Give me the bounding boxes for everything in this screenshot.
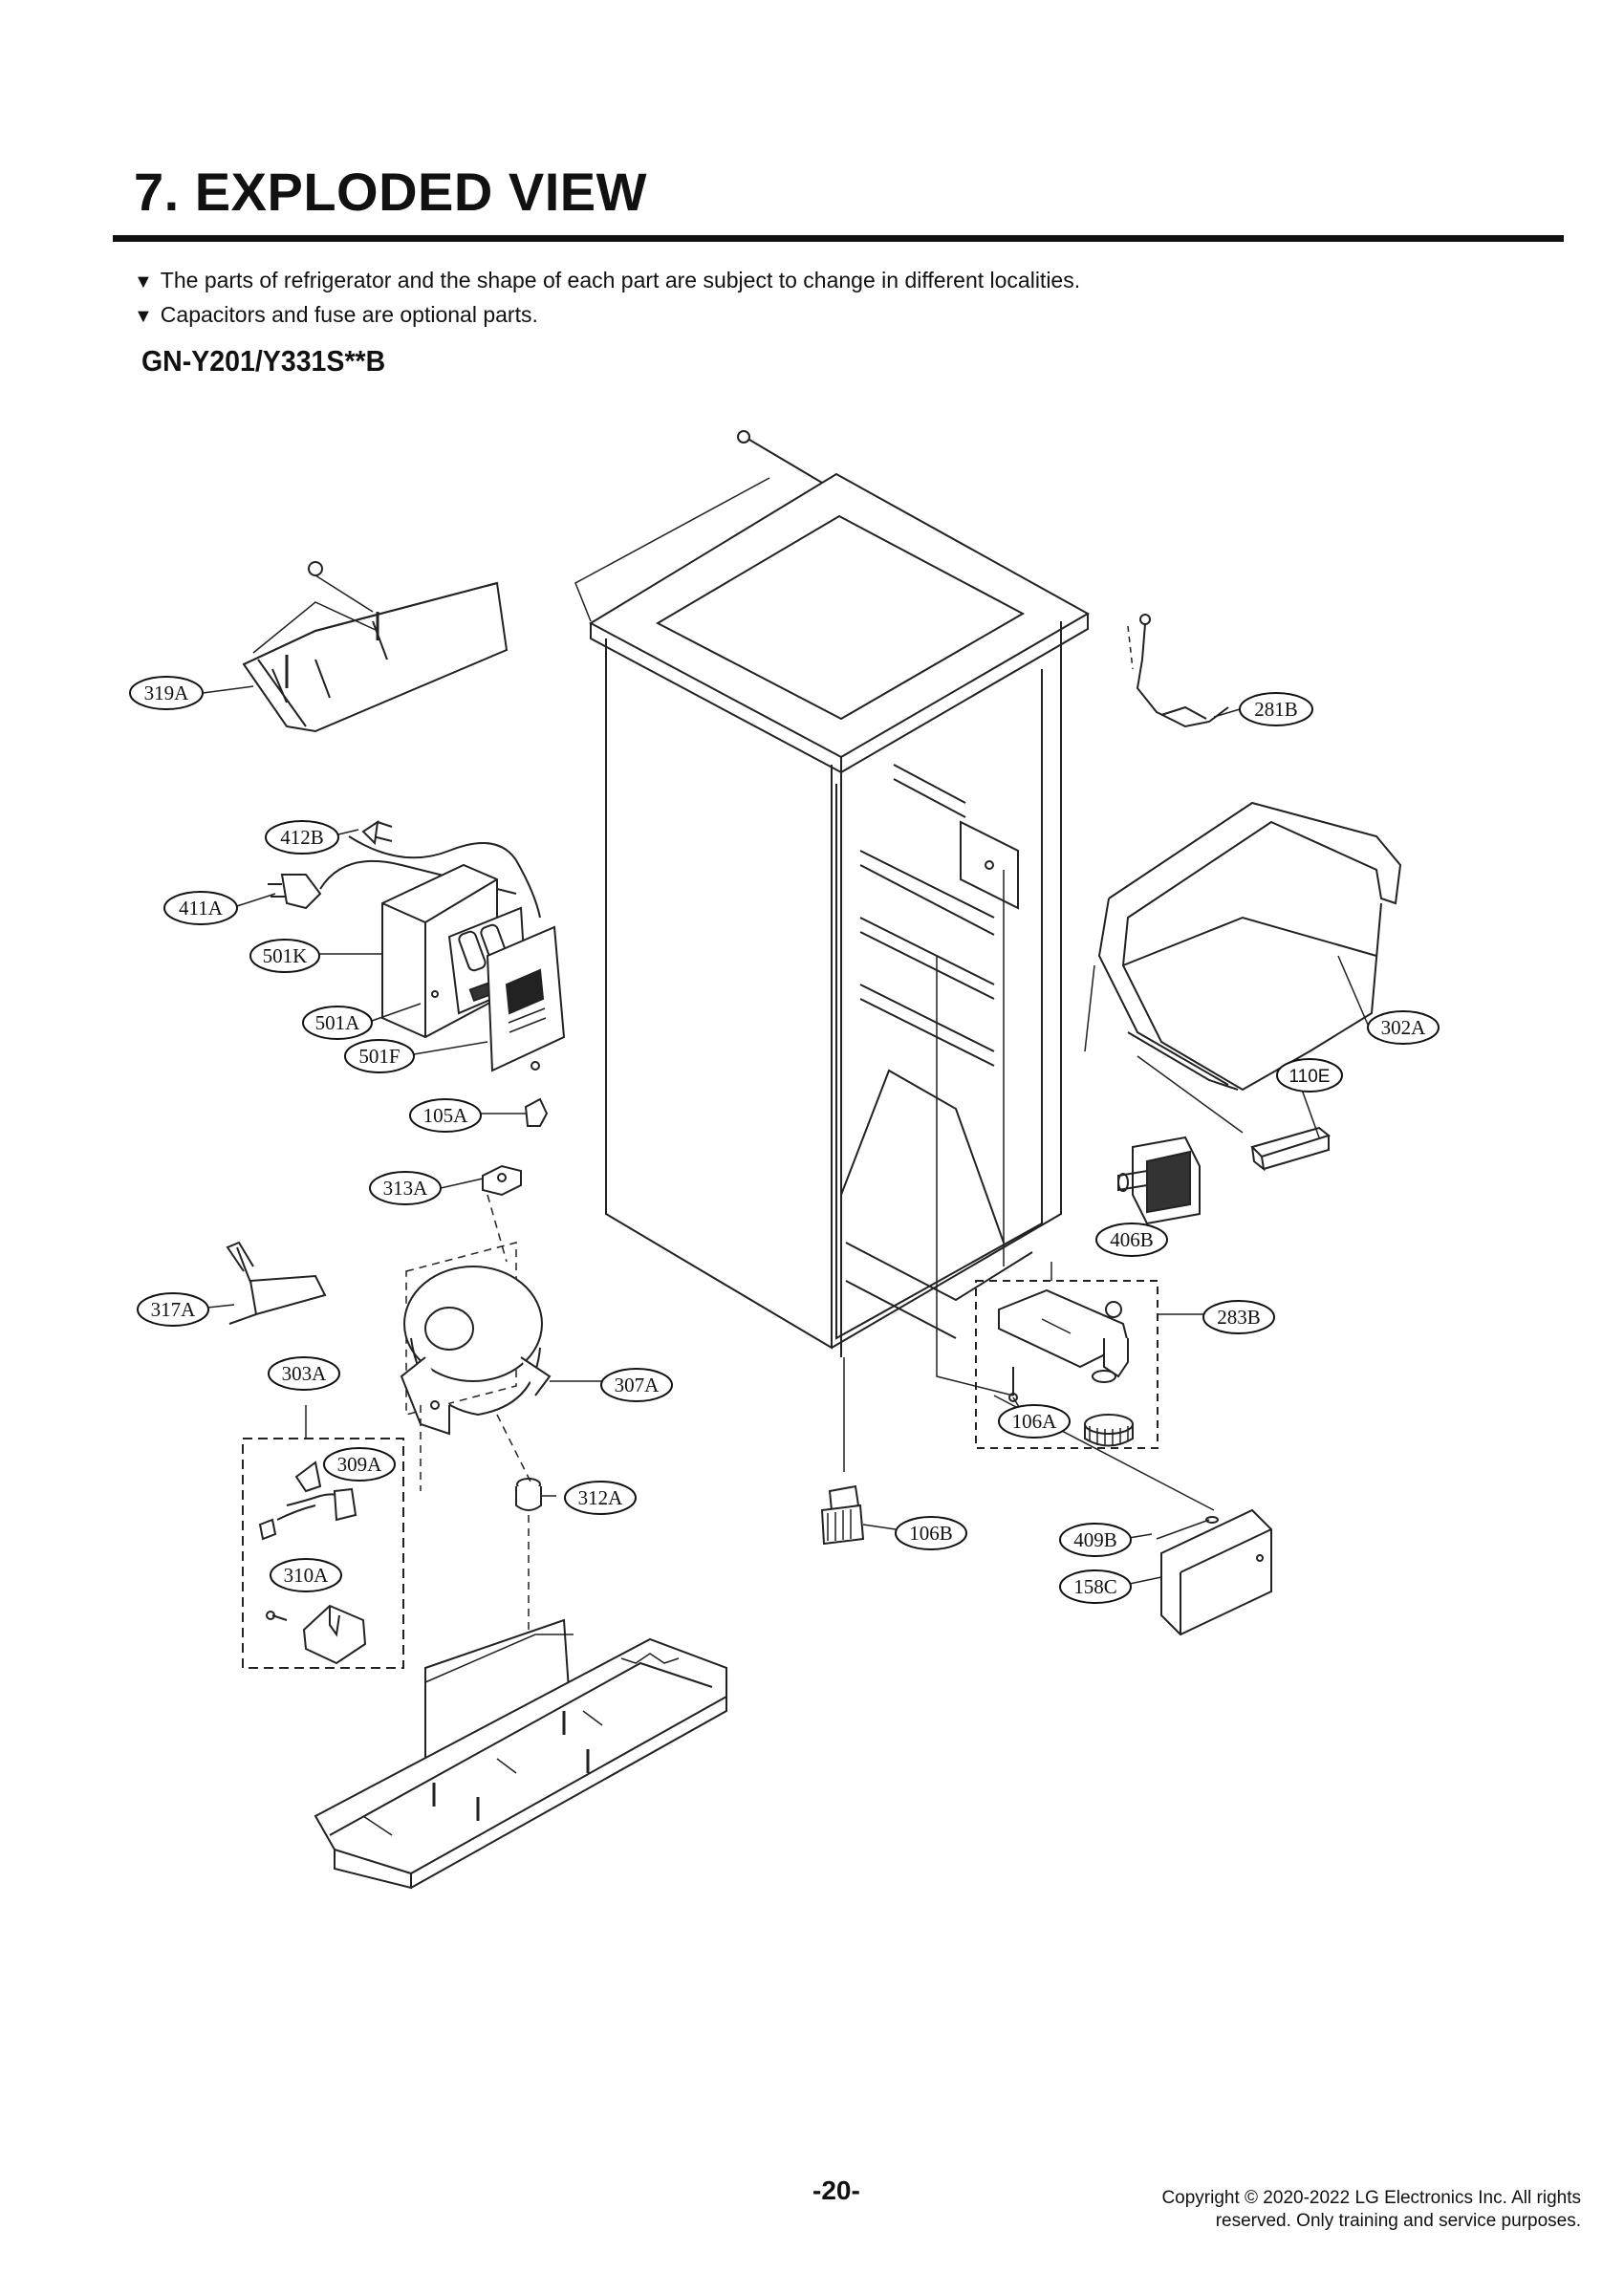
page-title: 7. EXPLODED VIEW <box>134 162 647 222</box>
callout-319a: 319A <box>129 676 204 710</box>
svg-text:158C: 158C <box>1073 1575 1117 1598</box>
page-number: -20- <box>812 2175 860 2205</box>
callout-313a: 313A <box>369 1171 442 1205</box>
electrical-group <box>268 819 566 1072</box>
callout-110e: 110E <box>1276 1058 1343 1093</box>
callout-501a: 501A <box>302 1006 373 1040</box>
callout-302a: 302A <box>1367 1010 1440 1045</box>
part-110e <box>1137 1055 1332 1172</box>
copyright-line-2: reserved. Only training and service purp… <box>1215 2211 1581 2231</box>
callout-501k: 501K <box>249 939 320 973</box>
compressor-307a <box>400 1194 552 1492</box>
grommet-312a <box>515 1478 542 1673</box>
top-screw <box>574 430 823 622</box>
base-frame <box>314 1618 727 1890</box>
svg-text:106B: 106B <box>909 1522 953 1545</box>
lamp-assembly-283b <box>975 1262 1158 1449</box>
svg-text:281B: 281B <box>1254 698 1298 721</box>
drier-317a <box>226 1241 327 1325</box>
cabinet <box>588 472 1091 1472</box>
callout-411a: 411A <box>163 891 238 925</box>
svg-text:106A: 106A <box>1012 1410 1058 1433</box>
callout-310a: 310A <box>270 1558 342 1592</box>
svg-text:501A: 501A <box>315 1011 361 1034</box>
svg-text:105A: 105A <box>423 1104 469 1127</box>
note-2: ▼ Capacitors and fuse are optional parts. <box>134 302 538 328</box>
cover-302a <box>1084 801 1402 1092</box>
thermostat-406b <box>1117 1136 1201 1225</box>
bullet-triangle-icon: ▼ <box>134 271 153 292</box>
callout-106b: 106B <box>895 1516 967 1550</box>
callout-105a: 105A <box>409 1098 482 1133</box>
svg-text:412B: 412B <box>280 826 324 849</box>
svg-text:309A: 309A <box>337 1453 383 1476</box>
note-1-text: The parts of refrigerator and the shape … <box>160 268 1081 292</box>
svg-text:312A: 312A <box>578 1486 624 1509</box>
callout-307a: 307A <box>600 1368 673 1402</box>
svg-text:307A: 307A <box>615 1374 660 1396</box>
title-rule <box>113 235 1564 242</box>
hinge-281b <box>1127 614 1229 728</box>
callout-106a: 106A <box>998 1404 1071 1439</box>
svg-text:110E: 110E <box>1289 1067 1331 1087</box>
note-2-text: Capacitors and fuse are optional parts. <box>160 302 538 327</box>
copyright-line-1: Copyright © 2020-2022 LG Electronics Inc… <box>1161 2188 1581 2208</box>
svg-text:501F: 501F <box>358 1045 400 1068</box>
copyright-notice: Copyright © 2020-2022 LG Electronics Inc… <box>1161 2187 1581 2233</box>
svg-text:406B: 406B <box>1110 1228 1154 1251</box>
bullet-triangle-icon: ▼ <box>134 306 153 327</box>
svg-text:501K: 501K <box>263 944 308 967</box>
callout-283b: 283B <box>1202 1300 1275 1334</box>
grommet-105a <box>524 1097 549 1127</box>
svg-text:303A: 303A <box>282 1362 328 1385</box>
callout-412b: 412B <box>265 820 339 855</box>
callout-158c: 158C <box>1059 1569 1132 1604</box>
callout-281b: 281B <box>1239 692 1313 726</box>
svg-text:310A: 310A <box>284 1564 330 1587</box>
lamp-106b <box>820 1484 865 1546</box>
callout-409b: 409B <box>1059 1523 1132 1557</box>
svg-text:283B: 283B <box>1217 1306 1261 1329</box>
callout-501f: 501F <box>344 1039 415 1073</box>
starter-box-303a <box>242 1405 404 1669</box>
svg-text:319A: 319A <box>144 682 190 704</box>
svg-text:313A: 313A <box>383 1177 429 1200</box>
svg-text:317A: 317A <box>151 1298 197 1321</box>
callout-303a: 303A <box>268 1356 340 1391</box>
model-heading: GN-Y201/Y331S**B <box>141 344 386 378</box>
svg-text:411A: 411A <box>179 897 224 920</box>
lamp-socket <box>1084 1414 1134 1447</box>
svg-text:302A: 302A <box>1381 1016 1427 1039</box>
callout-312a: 312A <box>564 1481 637 1515</box>
callouts: 319A 281B 412B 411A 501K 501A 501F 105A <box>129 676 1440 1604</box>
callout-309a: 309A <box>323 1447 396 1482</box>
callout-406b: 406B <box>1095 1223 1168 1257</box>
note-1: ▼ The parts of refrigerator and the shape… <box>134 268 1080 293</box>
svg-text:409B: 409B <box>1073 1528 1117 1551</box>
tray-319a <box>242 561 509 733</box>
callout-317a: 317A <box>137 1292 209 1327</box>
clip-313a <box>482 1164 522 1197</box>
